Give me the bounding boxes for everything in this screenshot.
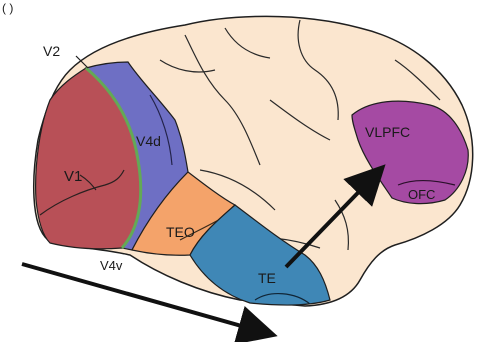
label-v4v: V4v [100,258,123,273]
label-vlpfc: VLPFC [365,124,410,140]
label-teo: TEO [166,224,195,240]
label-v2: V2 [43,43,60,59]
label-te: TE [258,270,276,286]
label-v4d: V4d [136,133,161,149]
label-ofc: OFC [408,187,435,202]
label-v1: V1 [64,168,82,185]
corner-mark: ( ) [2,1,13,15]
